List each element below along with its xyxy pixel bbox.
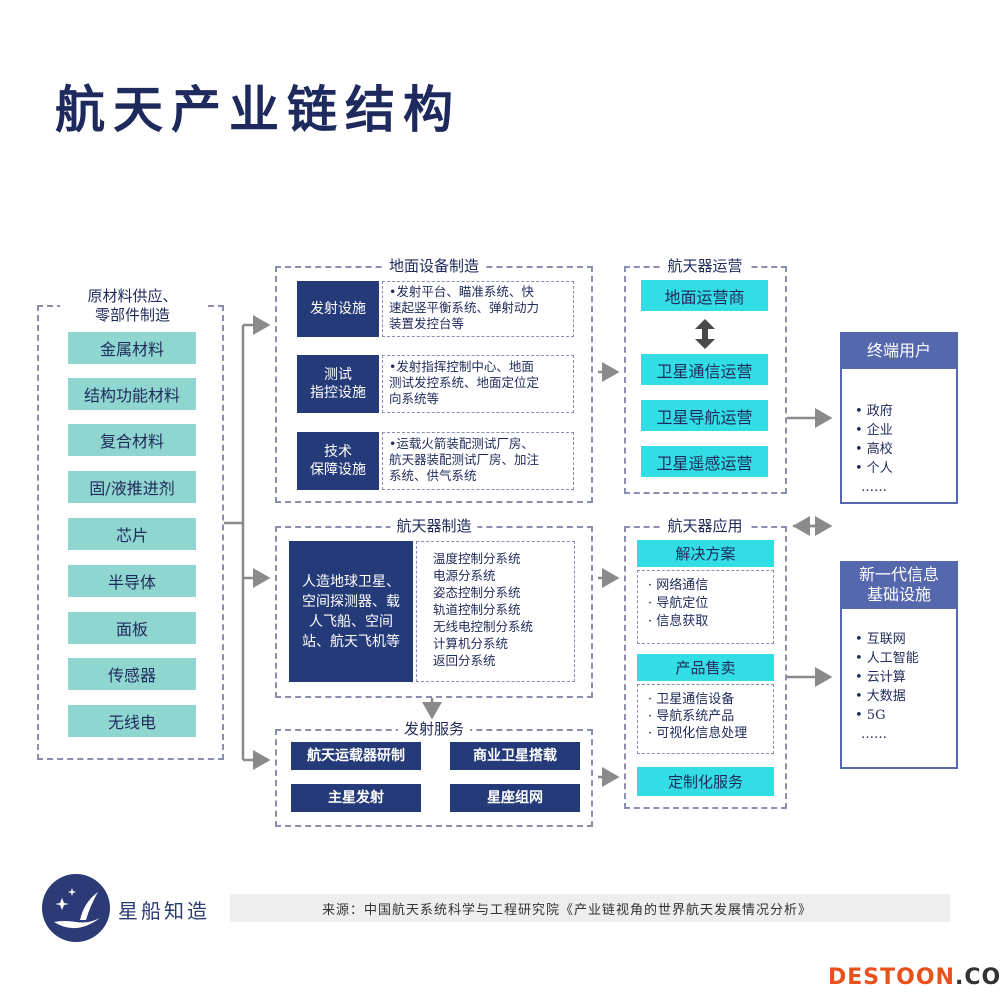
- product-item: · 卫星通信设备: [648, 692, 735, 707]
- page-title: 航天产业链结构: [55, 81, 461, 139]
- infra-item: ……: [861, 727, 887, 742]
- infra-item: • 5G: [855, 708, 886, 723]
- constellation-network-box: 星座组网: [450, 784, 580, 812]
- ship-logo-icon: [42, 874, 110, 942]
- end-user-item: • 个人: [855, 461, 893, 476]
- products-list: · 卫星通信设备 · 导航系统产品 · 可视化信息处理: [637, 684, 774, 754]
- material-item-structural: 结构功能材料: [68, 378, 196, 410]
- solution-item: · 信息获取: [648, 614, 709, 629]
- subsystem-item: 计算机分系统: [433, 636, 509, 651]
- material-item-composite: 复合材料: [68, 424, 196, 456]
- logo-text: 星船知造: [118, 899, 210, 923]
- products-title: 产品售卖: [637, 654, 774, 681]
- end-users-list: • 政府 • 企业 • 高校 • 个人 ……: [855, 402, 950, 497]
- remote-sensing-operation-box: 卫星遥感运营: [641, 446, 768, 477]
- subsystem-item: 温度控制分系统: [433, 551, 521, 566]
- new-infra-list: • 互联网 • 人工智能 • 云计算 • 大数据 • 5G ……: [855, 630, 955, 744]
- ground-equipment-label: 地面设备制造: [382, 257, 486, 275]
- ground-operator-box: 地面运营商: [641, 280, 768, 311]
- main-satellite-launch-box: 主星发射: [291, 784, 421, 812]
- satnav-operation-box: 卫星导航运营: [641, 400, 768, 431]
- launch-vehicle-rd-box: 航天运载器研制: [291, 742, 421, 770]
- material-item-radio: 无线电: [68, 705, 196, 737]
- infra-item: • 大数据: [855, 689, 906, 704]
- test-command-facility-desc: •发射指挥控制中心、地面 测试发控系统、地面定位定 向系统等: [382, 355, 574, 413]
- custom-service-box: 定制化服务: [637, 767, 774, 796]
- solutions-list: · 网络通信 · 导航定位 · 信息获取: [637, 570, 774, 644]
- test-command-facility-box: 测试 指控设施: [297, 355, 379, 413]
- raw-materials-label: 原材料供应、 零部件制造: [60, 287, 205, 325]
- end-user-item: • 政府: [855, 404, 893, 419]
- subsystem-item: 轨道控制分系统: [433, 602, 521, 617]
- watermark: DESTOON.COM: [828, 965, 1000, 990]
- material-item-sensor: 传感器: [68, 658, 196, 690]
- launch-facility-desc: •发射平台、瞄准系统、快 速起竖平衡系统、弹射动力 装置发控台等: [382, 281, 574, 337]
- tech-support-facility-desc: •运载火箭装配测试厂房、 航天器装配测试厂房、加注 系统、供气系统: [382, 432, 574, 490]
- material-item-panel: 面板: [68, 612, 196, 644]
- material-item-chip: 芯片: [68, 518, 196, 550]
- launch-service-label: 发射服务: [397, 720, 471, 738]
- double-arrow-icon: [695, 319, 715, 349]
- new-infra-title: 新一代信息 基础设施: [840, 561, 958, 609]
- subsystem-item: 无线电控制分系统: [433, 619, 534, 634]
- solutions-title: 解决方案: [637, 540, 774, 567]
- end-user-item: ……: [861, 480, 887, 495]
- product-item: · 可视化信息处理: [648, 726, 748, 741]
- infra-item: • 云计算: [855, 670, 906, 685]
- infra-item: • 互联网: [855, 632, 906, 647]
- solution-item: · 网络通信: [648, 578, 709, 593]
- commercial-satellite-box: 商业卫星搭载: [450, 742, 580, 770]
- source-text: 来源：中国航天系统科学与工程研究院《产业链视角的世界航天发展情况分析》: [322, 903, 813, 918]
- solution-item: · 导航定位: [648, 596, 709, 611]
- end-users-title: 终端用户: [840, 332, 958, 369]
- infra-item: • 人工智能: [855, 651, 919, 666]
- spacecraft-types-box: 人造地球卫星、 空间探测器、载 人飞船、空间 站、航天飞机等: [289, 541, 413, 682]
- applications-label: 航天器应用: [661, 517, 749, 535]
- subsystem-item: 姿态控制分系统: [433, 585, 521, 600]
- end-user-item: • 高校: [855, 442, 893, 457]
- subsystem-item: 返回分系统: [433, 653, 496, 668]
- satcom-operation-box: 卫星通信运营: [641, 354, 768, 385]
- material-item-metal: 金属材料: [68, 332, 196, 364]
- subsystem-item: 电源分系统: [433, 568, 496, 583]
- material-item-semiconductor: 半导体: [68, 565, 196, 597]
- product-item: · 导航系统产品: [648, 709, 735, 724]
- launch-facility-box: 发射设施: [297, 281, 379, 337]
- material-item-propellant: 固/液推进剂: [68, 471, 196, 503]
- spacecraft-mfg-label: 航天器制造: [390, 517, 478, 535]
- subsystems-list: 温度控制分系统 电源分系统 姿态控制分系统 轨道控制分系统 无线电控制分系统 计…: [416, 541, 575, 682]
- operations-label: 航天器运营: [661, 257, 749, 275]
- end-user-item: • 企业: [855, 423, 893, 438]
- source-bar: [230, 894, 950, 922]
- tech-support-facility-box: 技术 保障设施: [297, 432, 379, 490]
